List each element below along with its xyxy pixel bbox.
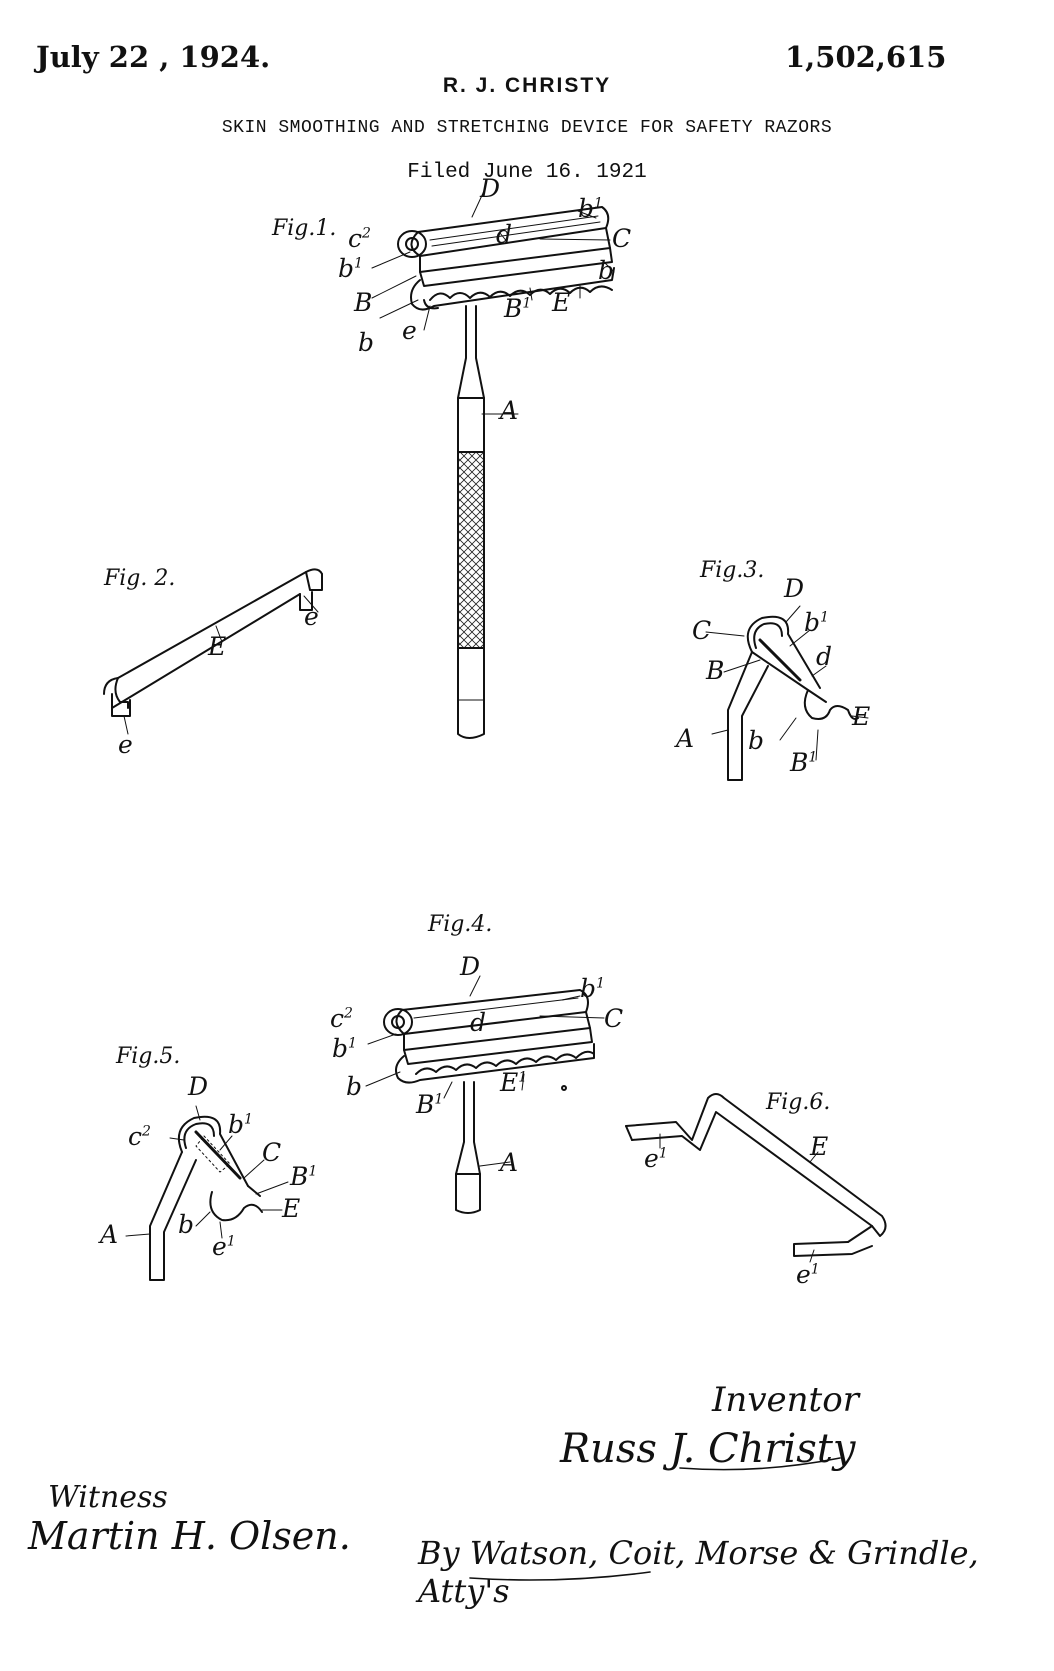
label-e-fig2-left: e xyxy=(118,730,133,759)
patent-date: July 22 , 1924. xyxy=(36,40,271,74)
label-b: b xyxy=(598,256,615,285)
label-A-fig4: A xyxy=(500,1148,519,1177)
label-D-fig4: D xyxy=(460,952,481,981)
label-C-fig5: C xyxy=(262,1138,282,1167)
label-E-fig6: E xyxy=(810,1132,829,1161)
label-c2-fig5: c2 xyxy=(128,1122,151,1151)
inventor-signature: Russ J. Christy xyxy=(560,1426,856,1472)
label-c2-fig4: c2 xyxy=(330,1004,353,1033)
label-d: d xyxy=(496,220,513,249)
label-e-fig2-right: e xyxy=(304,602,319,631)
fig2-caption: Fig. 2. xyxy=(104,566,176,591)
label-A: A xyxy=(500,396,519,425)
label-b1-fig5: b1 xyxy=(228,1110,253,1139)
fig3-section-drawing xyxy=(705,605,869,781)
label-b-fig5: b xyxy=(178,1210,195,1239)
label-e1-fig6-left: e1 xyxy=(644,1144,668,1173)
label-D: D xyxy=(480,174,501,203)
label-b1-fig3: b1 xyxy=(804,608,829,637)
label-b1-left: b1 xyxy=(338,254,363,283)
label-B1-fig4: B1 xyxy=(416,1090,444,1119)
label-d-fig4: d xyxy=(470,1008,487,1037)
label-A-fig3: A xyxy=(676,724,695,753)
fig3-caption: Fig.3. xyxy=(700,558,765,583)
label-C-fig4: C xyxy=(604,1004,624,1033)
label-e: e xyxy=(402,316,417,345)
fig5-caption: Fig.5. xyxy=(116,1044,181,1069)
label-B-fig3: B xyxy=(706,656,725,685)
witness-caption: Witness xyxy=(48,1480,168,1515)
fig1-razor-drawing xyxy=(371,190,615,739)
label-C-fig3: C xyxy=(692,616,712,645)
fig4-razor-drawing xyxy=(365,975,605,1214)
fig6-caption: Fig.6. xyxy=(766,1090,831,1115)
label-b-lower: b xyxy=(358,328,375,357)
patent-number: 1,502,615 xyxy=(785,40,947,74)
label-B: B xyxy=(354,288,373,317)
label-E-fig2: E xyxy=(208,632,227,661)
filed-date: Filed June 16. 1921 xyxy=(407,161,647,184)
label-E-fig3: E xyxy=(852,702,871,731)
signature-underlines xyxy=(469,1457,841,1581)
attorney-signature: By Watson, Coit, Morse & Grindle, Atty's xyxy=(418,1534,979,1610)
label-D-fig5: D xyxy=(188,1072,209,1101)
fig4-caption: Fig.4. xyxy=(428,912,493,937)
label-D-fig3: D xyxy=(784,574,805,603)
label-c2: c2 xyxy=(348,224,371,253)
label-d-fig3: d xyxy=(816,642,833,671)
label-e1-fig6-right: e1 xyxy=(796,1260,820,1289)
fig2-clip-drawing xyxy=(103,568,323,735)
label-E1-fig4: E1 xyxy=(500,1068,528,1097)
label-e1-fig5: e1 xyxy=(212,1232,236,1261)
inventor-name: R. J. CHRISTY xyxy=(442,74,612,97)
label-B1-fig5: B1 xyxy=(290,1162,318,1191)
label-b1-fig4: b1 xyxy=(580,974,605,1003)
label-C: C xyxy=(612,224,632,253)
label-B1-fig3: B1 xyxy=(790,748,818,777)
label-E-fig5: E xyxy=(282,1194,301,1223)
label-b1: b1 xyxy=(578,194,603,223)
patent-title: SKIN SMOOTHING AND STRETCHING DEVICE FOR… xyxy=(221,118,833,138)
inventor-caption: Inventor xyxy=(712,1380,859,1420)
witness-signature: Martin H. Olsen. xyxy=(28,1514,351,1558)
label-b-fig3: b xyxy=(748,726,765,755)
label-A-fig5: A xyxy=(100,1220,119,1249)
fig1-caption: Fig.1. xyxy=(272,216,337,241)
label-b1-fig4-left: b1 xyxy=(332,1034,357,1063)
label-E: E xyxy=(552,288,571,317)
label-B1: B1 xyxy=(504,294,532,323)
fig5-section-drawing xyxy=(125,1105,289,1281)
label-b-fig4: b xyxy=(346,1072,363,1101)
fig6-clip-drawing xyxy=(625,1093,887,1263)
